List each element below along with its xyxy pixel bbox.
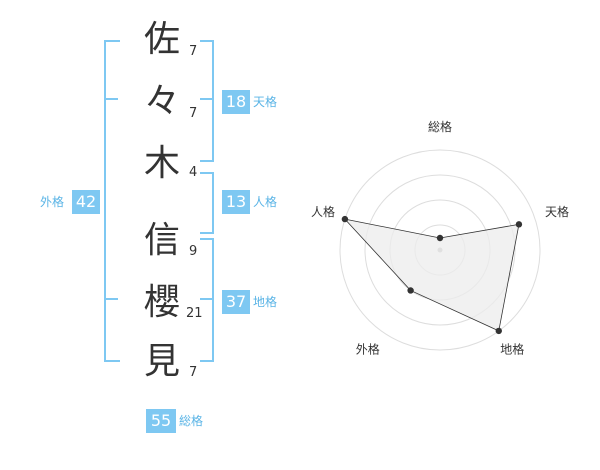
jinkaku-value: 13 (222, 190, 250, 214)
chikaku-bracket (200, 238, 214, 362)
gaikaku-value: 42 (72, 190, 100, 214)
chikaku-bracket-tick (200, 298, 214, 300)
radar-axis-label-4: 外格 (356, 342, 380, 357)
radar-points (341, 215, 523, 335)
radar-axis-label-2: 天格 (545, 204, 569, 219)
radar-point-4 (407, 287, 414, 294)
radar-series-area (343, 218, 520, 332)
gaikaku-bracket-tick (104, 98, 118, 100)
stroke-count-5: 21 (186, 306, 203, 321)
stroke-count-1: 7 (189, 44, 198, 59)
stroke-count-6: 7 (189, 365, 198, 380)
chikaku-value: 37 (222, 290, 250, 314)
name-char-4: 信 (143, 220, 180, 261)
radar-axis-label-1: 総格 (428, 119, 452, 134)
jinkaku-label: 人格 (253, 195, 278, 209)
name-char-3: 木 (143, 143, 180, 184)
gaikaku-bracket (104, 40, 120, 362)
name-char-6: 見 (143, 341, 180, 382)
tenkaku-bracket-tick (200, 98, 214, 100)
chikaku-label: 地格 (253, 295, 278, 309)
stroke-count-3: 4 (189, 165, 198, 180)
stroke-count-4: 9 (189, 244, 198, 259)
name-char-1: 佐 (143, 19, 180, 60)
radar-point-5 (341, 215, 349, 223)
soukaku-value: 55 (146, 409, 176, 433)
radar-point-3 (495, 327, 502, 335)
tenkaku-bracket (200, 40, 214, 162)
gaikaku-bracket-tick (104, 298, 118, 300)
radar-point-1 (436, 234, 444, 242)
tenkaku-value: 18 (222, 90, 250, 114)
radar-point-2 (515, 221, 523, 228)
radar-grid-ring (364, 174, 516, 326)
gaikaku-label: 外格 (40, 195, 65, 209)
soukaku-label: 総格 (179, 414, 204, 428)
stroke-count-2: 7 (189, 106, 198, 121)
radar-axis-label-3: 地格 (500, 342, 524, 357)
radar-grid-ring (339, 149, 541, 351)
jinkaku-bracket (200, 172, 214, 234)
name-char-5: 櫻 (143, 282, 180, 323)
radar-axis-label-5: 人格 (311, 204, 335, 219)
tenkaku-label: 天格 (253, 95, 278, 109)
name-char-2: 々 (143, 81, 180, 122)
